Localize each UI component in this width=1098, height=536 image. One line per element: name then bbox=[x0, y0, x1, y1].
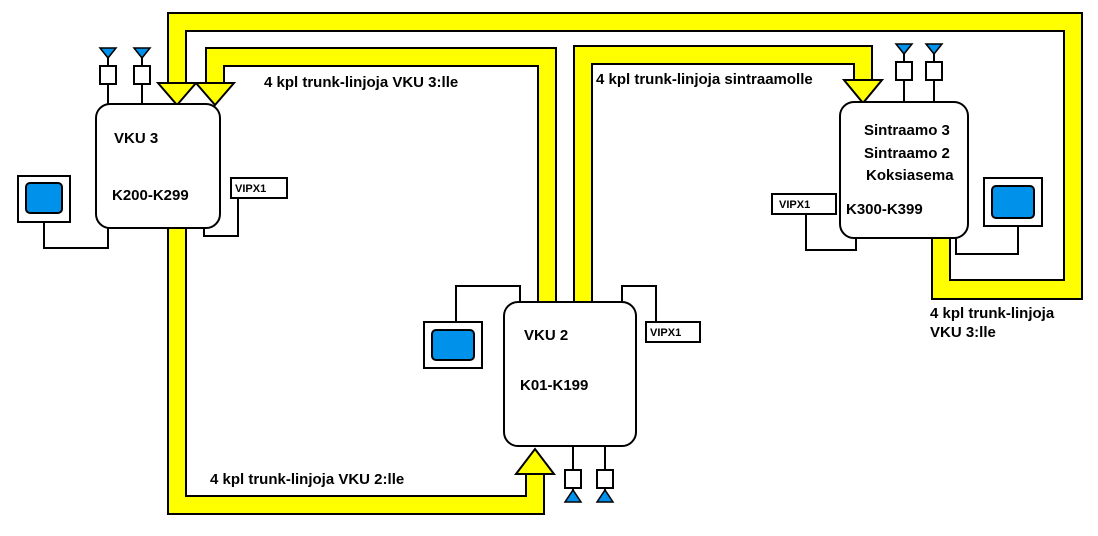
node-vku3: VKU 3 K200-K299 VIPX1 bbox=[17, 47, 288, 249]
vku3-box bbox=[95, 103, 221, 229]
sintraamo-range: K300-K399 bbox=[846, 201, 923, 218]
trunk-vku2-sintraamo bbox=[573, 45, 885, 303]
vku2-vipx-box bbox=[645, 321, 701, 343]
antenna-icon bbox=[132, 47, 152, 106]
vku2-range: K01-K199 bbox=[520, 377, 588, 394]
vku2-title: VKU 2 bbox=[524, 327, 568, 344]
trunk-label-right-2: VKU 3:lle bbox=[930, 324, 996, 341]
vku2-vipx-label: VIPX1 bbox=[650, 327, 681, 339]
sintraamo-line-1: Sintraamo 3 bbox=[864, 122, 950, 139]
trunk-label-right-1: 4 kpl trunk-linjoja bbox=[930, 305, 1055, 322]
vku3-title: VKU 3 bbox=[114, 130, 158, 147]
vku2-box bbox=[503, 301, 637, 447]
antenna-icon bbox=[924, 43, 944, 102]
vku3-range: K200-K299 bbox=[112, 187, 189, 204]
trunk-vku2-vku3 bbox=[193, 47, 557, 303]
antenna-icon bbox=[563, 446, 583, 503]
antenna-icon bbox=[595, 446, 615, 503]
trunk-vku2-sintraamo-arrow-icon bbox=[841, 79, 885, 105]
vku3-vipx-box bbox=[230, 177, 288, 199]
sintraamo-vipx-label: VIPX1 bbox=[779, 199, 810, 211]
antenna-icon bbox=[894, 43, 914, 102]
sintraamo-line-3: Koksiasema bbox=[866, 167, 954, 184]
trunk-vku2-vku3-arrow-icon bbox=[193, 82, 237, 107]
vku3-vipx-label: VIPX1 bbox=[235, 183, 266, 195]
computer-terminal-icon bbox=[423, 321, 483, 369]
sintraamo-box bbox=[839, 101, 969, 239]
trunk-vku3-arrow-icon bbox=[155, 82, 199, 107]
antenna-icon bbox=[98, 47, 118, 106]
trunk-vku2-arrow-icon bbox=[513, 447, 557, 475]
trunk-label-sintraamo: 4 kpl trunk-linjoja sintraamolle bbox=[596, 71, 813, 88]
trunk-label-vku2: 4 kpl trunk-linjoja VKU 2:lle bbox=[210, 471, 404, 488]
computer-terminal-icon bbox=[983, 177, 1043, 227]
computer-terminal-icon bbox=[17, 175, 71, 223]
sintraamo-line-2: Sintraamo 2 bbox=[864, 145, 950, 162]
trunk-label-vku3-top: 4 kpl trunk-linjoja VKU 3:lle bbox=[264, 74, 458, 91]
sintraamo-vipx-box bbox=[771, 193, 837, 215]
node-sintraamo: Sintraamo 3 Sintraamo 2 Koksiasema K300-… bbox=[771, 43, 1043, 255]
node-vku2: VKU 2 K01-K199 VIPX1 bbox=[423, 285, 701, 503]
trunk-vku3-vku2 bbox=[167, 227, 557, 515]
